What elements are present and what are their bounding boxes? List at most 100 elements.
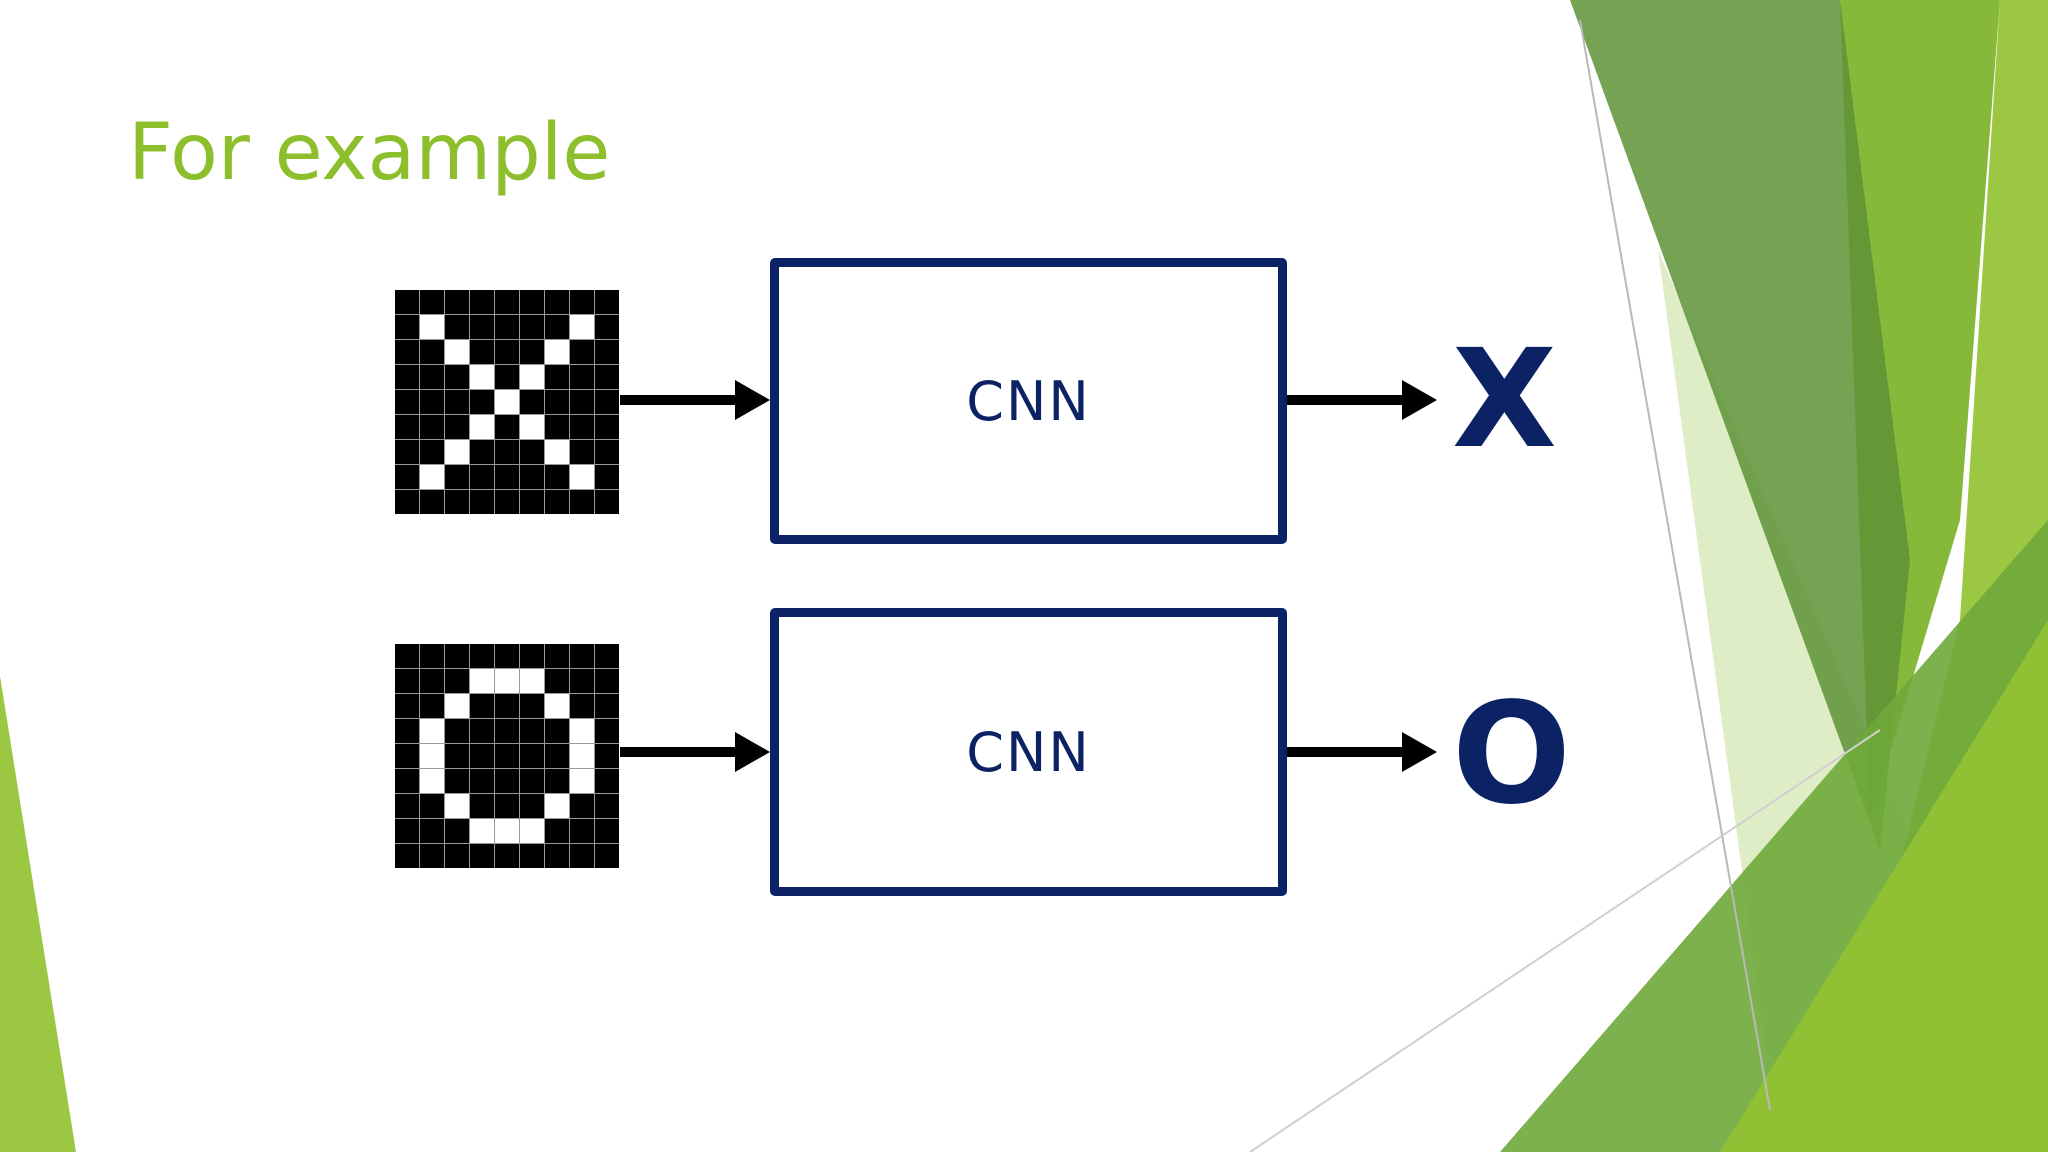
pixel-cell (495, 769, 519, 793)
pixel-cell (495, 669, 519, 693)
pixel-cell (520, 744, 544, 768)
pixel-cell (470, 719, 494, 743)
pixel-cell (445, 644, 469, 668)
pixel-cell (420, 490, 444, 514)
pixel-cell (545, 694, 569, 718)
pixel-cell (570, 844, 594, 868)
pixel-cell (570, 390, 594, 414)
pixel-cell (570, 719, 594, 743)
pixel-cell (495, 644, 519, 668)
pixel-cell (545, 290, 569, 314)
pixel-cell (470, 819, 494, 843)
pixel-cell (420, 440, 444, 464)
arrow-right-icon (1287, 732, 1437, 772)
pixel-cell (545, 365, 569, 389)
pixel-cell (570, 315, 594, 339)
pixel-cell (445, 744, 469, 768)
input-image-o-grid (395, 644, 619, 868)
pixel-cell (595, 669, 619, 693)
pixel-cell (470, 644, 494, 668)
pixel-cell (570, 415, 594, 439)
pixel-cell (395, 465, 419, 489)
pixel-cell (495, 390, 519, 414)
pixel-cell (545, 340, 569, 364)
pixel-cell (445, 844, 469, 868)
output-label-o: O (1452, 673, 1572, 836)
pixel-cell (545, 819, 569, 843)
pixel-cell (520, 819, 544, 843)
pixel-cell (395, 844, 419, 868)
pixel-cell (420, 719, 444, 743)
pixel-cell (495, 465, 519, 489)
pixel-cell (570, 490, 594, 514)
pixel-cell (495, 794, 519, 818)
pixel-cell (470, 315, 494, 339)
pixel-cell (395, 415, 419, 439)
pixel-cell (545, 315, 569, 339)
pixel-cell (420, 340, 444, 364)
pixel-cell (520, 844, 544, 868)
pixel-cell (395, 365, 419, 389)
pixel-cell (445, 719, 469, 743)
pixel-cell (595, 719, 619, 743)
pixel-cell (520, 490, 544, 514)
pixel-cell (445, 365, 469, 389)
pixel-cell (595, 844, 619, 868)
pixel-cell (445, 694, 469, 718)
cnn-box-top: CNN (770, 258, 1287, 544)
pixel-cell (445, 340, 469, 364)
pixel-cell (520, 390, 544, 414)
pixel-cell (520, 290, 544, 314)
pixel-cell (445, 465, 469, 489)
pixel-cell (595, 365, 619, 389)
slide-title: For example (128, 108, 611, 198)
pixel-cell (495, 440, 519, 464)
pixel-cell (495, 719, 519, 743)
pixel-cell (595, 694, 619, 718)
pixel-cell (395, 669, 419, 693)
pixel-cell (445, 669, 469, 693)
pixel-cell (395, 694, 419, 718)
pixel-cell (570, 465, 594, 489)
pixel-cell (495, 340, 519, 364)
pixel-cell (570, 694, 594, 718)
pixel-cell (595, 440, 619, 464)
pixel-cell (570, 744, 594, 768)
pixel-cell (395, 440, 419, 464)
pixel-cell (395, 744, 419, 768)
cnn-box-bottom: CNN (770, 608, 1287, 896)
input-image-x-grid (395, 290, 619, 514)
pixel-cell (420, 819, 444, 843)
pixel-cell (420, 365, 444, 389)
pixel-cell (470, 465, 494, 489)
pixel-cell (470, 415, 494, 439)
pixel-cell (545, 719, 569, 743)
pixel-cell (545, 415, 569, 439)
pixel-cell (520, 415, 544, 439)
pixel-cell (420, 844, 444, 868)
pixel-cell (470, 290, 494, 314)
pixel-cell (595, 290, 619, 314)
pixel-cell (420, 390, 444, 414)
pixel-cell (595, 819, 619, 843)
pixel-cell (570, 290, 594, 314)
pixel-cell (495, 315, 519, 339)
green-band-bottom-front (1720, 620, 2048, 1152)
pixel-cell (545, 644, 569, 668)
pixel-cell (520, 315, 544, 339)
pixel-cell (520, 465, 544, 489)
pixel-cell (445, 819, 469, 843)
pixel-cell (495, 490, 519, 514)
pixel-cell (595, 340, 619, 364)
pixel-cell (395, 290, 419, 314)
pixel-cell (420, 290, 444, 314)
left-green-stripe (0, 676, 76, 1152)
pixel-cell (395, 340, 419, 364)
pixel-cell (395, 794, 419, 818)
pixel-cell (495, 694, 519, 718)
output-label-x: X (1452, 321, 1557, 479)
pixel-cell (545, 465, 569, 489)
pixel-cell (520, 694, 544, 718)
pixel-cell (470, 390, 494, 414)
